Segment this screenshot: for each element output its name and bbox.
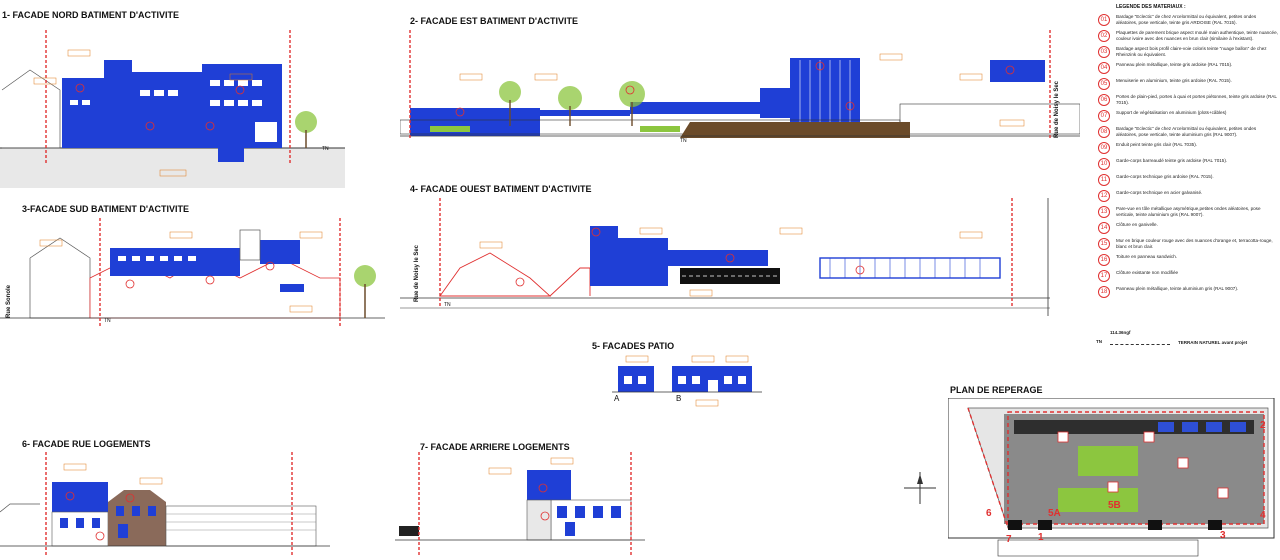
title-facade-nord: 1- FACADE NORD BATIMENT D'ACTIVITE	[2, 10, 179, 20]
north-arrow-icon	[902, 470, 938, 506]
legend-item: 14 Clôture en ganivelle.	[1098, 222, 1278, 234]
drawing-facade-sud: TN Rue Sonole	[0, 218, 385, 333]
legend-item-text: Bardage "Eclectic" de chez Arcelormittal…	[1116, 14, 1257, 25]
plan-marker-5a: 5A	[1048, 508, 1061, 519]
legend-item-number: 15	[1098, 238, 1110, 250]
tn-dashed-line	[1110, 344, 1170, 345]
tn-label-sud: TN	[104, 318, 111, 324]
legend-item: 09 Enduit peint teinte gris clair (RAL 70…	[1098, 142, 1278, 154]
legend-item: 18 Panneau plein métallique, teinte alumi…	[1098, 286, 1278, 298]
legend-item-text: Pare-vue en tôle métallique asymétrique,…	[1116, 206, 1261, 217]
legend-item-number: 04	[1098, 62, 1110, 74]
legend-item-text: Garde-corps barreaudé teinte gris ardois…	[1116, 158, 1228, 163]
legend-item-number: 11	[1098, 174, 1110, 186]
title-facade-est: 2- FACADE EST BATIMENT D'ACTIVITE	[410, 16, 578, 26]
drawing-facade-est: TN Rue de Noisy le Sec	[400, 30, 1080, 175]
legend-item-text: Menuiserie en aluminium, teinte gris ard…	[1116, 78, 1232, 83]
legend-item: 10 Garde-corps barreaudé teinte gris ardo…	[1098, 158, 1278, 170]
title-facade-arriere-logements: 7- FACADE ARRIERE LOGEMENTS	[420, 442, 570, 452]
plan-marker-2: 2	[1260, 420, 1266, 431]
legend-item-text: Garde-corps technique en acier galvanisé…	[1116, 190, 1203, 195]
legend-item-text: Toiture en panneau sandwich.	[1116, 254, 1178, 259]
legend-item-text: Clôture existante non modifiée	[1116, 270, 1179, 275]
legend-item-number: 14	[1098, 222, 1110, 234]
legend-item: 11 Garde-corps technique gris ardoise (RA…	[1098, 174, 1278, 186]
legend-item: 03 Bardage aspect bois profil claire-voie…	[1098, 46, 1278, 58]
legend-item-number: 05	[1098, 78, 1110, 90]
legend-item-text: Clôture en ganivelle.	[1116, 222, 1158, 227]
legend-item: 08 Bardage "Eclectic" de chez Arcelormitt…	[1098, 126, 1278, 138]
legend-item-text: Bardage aspect bois profil claire-voie c…	[1116, 46, 1267, 57]
legend-item-number: 09	[1098, 142, 1110, 154]
legend-item: 15 Mur en brique couleur rouge avec des n…	[1098, 238, 1278, 250]
street-label-sud: Rue Sonole	[6, 284, 12, 318]
legend-item: 01 Bardage "Eclectic" de chez Arcelormitt…	[1098, 14, 1278, 26]
drawing-facade-arriere-logements	[395, 452, 645, 560]
legend-item: 12 Garde-corps technique en acier galvani…	[1098, 190, 1278, 202]
legend-item: 06 Portes de plain-pied, portes à quai et…	[1098, 94, 1278, 106]
legend-item: 17 Clôture existante non modifiée	[1098, 270, 1278, 282]
drawing-facade-nord: TN	[0, 30, 345, 190]
legend-item: 16 Toiture en panneau sandwich.	[1098, 254, 1278, 266]
drawing-facade-ouest: TN Rue de Noisy le Sec	[400, 198, 1060, 323]
legend-item-text: Enduit peint teinte gris clair (RAL 7035…	[1116, 142, 1198, 147]
legend-item-number: 16	[1098, 254, 1110, 266]
legend-item: 13 Pare-vue en tôle métallique asymétriqu…	[1098, 206, 1278, 218]
title-facade-sud: 3-FACADE SUD BATIMENT D'ACTIVITE	[22, 204, 189, 214]
plan-marker-3: 3	[1220, 530, 1226, 541]
tn-symbol-label: TN	[1096, 339, 1102, 344]
plan-marker-1: 1	[1038, 532, 1044, 543]
plan-marker-6: 6	[986, 508, 992, 519]
legend-item-number: 18	[1098, 286, 1110, 298]
legend-item-number: 01	[1098, 14, 1110, 26]
plan-marker-5b: 5B	[1108, 500, 1121, 511]
legend-item-text: Support de végétalisation en aluminium (…	[1116, 110, 1227, 115]
legend-item: 04 Panneau plein métallique, teinte gris …	[1098, 62, 1278, 74]
tn-level: 114.36ngf	[1110, 330, 1131, 335]
tn-label-ouest: TN	[444, 302, 451, 308]
plan-marker-7: 7	[1006, 534, 1012, 545]
legend-item-text: Bardage "Eclectic" de chez Arcelormittal…	[1116, 126, 1257, 137]
legend-item: 02 Plaquettes de parement brique aspect m…	[1098, 30, 1278, 42]
legend-item-text: Panneau plein métallique, teinte gris ar…	[1116, 62, 1233, 67]
legend-heading: LEGENDE DES MATERIAUX :	[1116, 4, 1186, 10]
legend-item: 05 Menuiserie en aluminium, teinte gris a…	[1098, 78, 1278, 90]
legend-item-number: 07	[1098, 110, 1110, 122]
patio-a-label: A	[614, 394, 620, 403]
legend-item-number: 08	[1098, 126, 1110, 138]
drawing-plan-de-reperage: 1 2 3 4 5A 5B 6 7	[948, 398, 1276, 560]
legend-item-text: Plaquettes de parement brique aspect mou…	[1116, 30, 1278, 41]
drawing-facades-patio: A B	[612, 352, 762, 412]
tn-label-nord: TN	[322, 146, 329, 152]
legend-item-text: Garde-corps technique gris ardoise (RAL …	[1116, 174, 1214, 179]
legend-item-text: Mur en brique couleur rouge avec des nua…	[1116, 238, 1273, 249]
drawing-facade-rue-logements	[0, 452, 330, 560]
patio-b-label: B	[676, 394, 682, 403]
legend-item-number: 17	[1098, 270, 1110, 282]
legend-item-text: Panneau plein métallique, teinte alumini…	[1116, 286, 1239, 291]
legend-item: 07 Support de végétalisation en aluminium…	[1098, 110, 1278, 122]
legend-item-text: Portes de plain-pied, portes à quai et p…	[1116, 94, 1277, 105]
legend-item-number: 12	[1098, 190, 1110, 202]
tn-description: TERRAIN NATUREL avant projet	[1178, 340, 1248, 345]
legend-item-number: 06	[1098, 94, 1110, 106]
legend-item-number: 03	[1098, 46, 1110, 58]
street-label-est: Rue de Noisy le Sec	[1054, 80, 1060, 138]
title-plan-de-reperage: PLAN DE REPERAGE	[950, 385, 1043, 395]
title-facade-rue-logements: 6- FACADE RUE LOGEMENTS	[22, 439, 151, 449]
tn-label-est: TN	[680, 138, 687, 144]
legend-item-number: 13	[1098, 206, 1110, 218]
title-facades-patio: 5- FACADES PATIO	[592, 341, 675, 351]
plan-marker-4: 4	[1260, 510, 1266, 521]
title-facade-ouest: 4- FACADE OUEST BATIMENT D'ACTIVITE	[410, 184, 592, 194]
street-label-ouest: Rue de Noisy le Sec	[414, 244, 420, 302]
legend-item-number: 10	[1098, 158, 1110, 170]
legend-item-number: 02	[1098, 30, 1110, 42]
